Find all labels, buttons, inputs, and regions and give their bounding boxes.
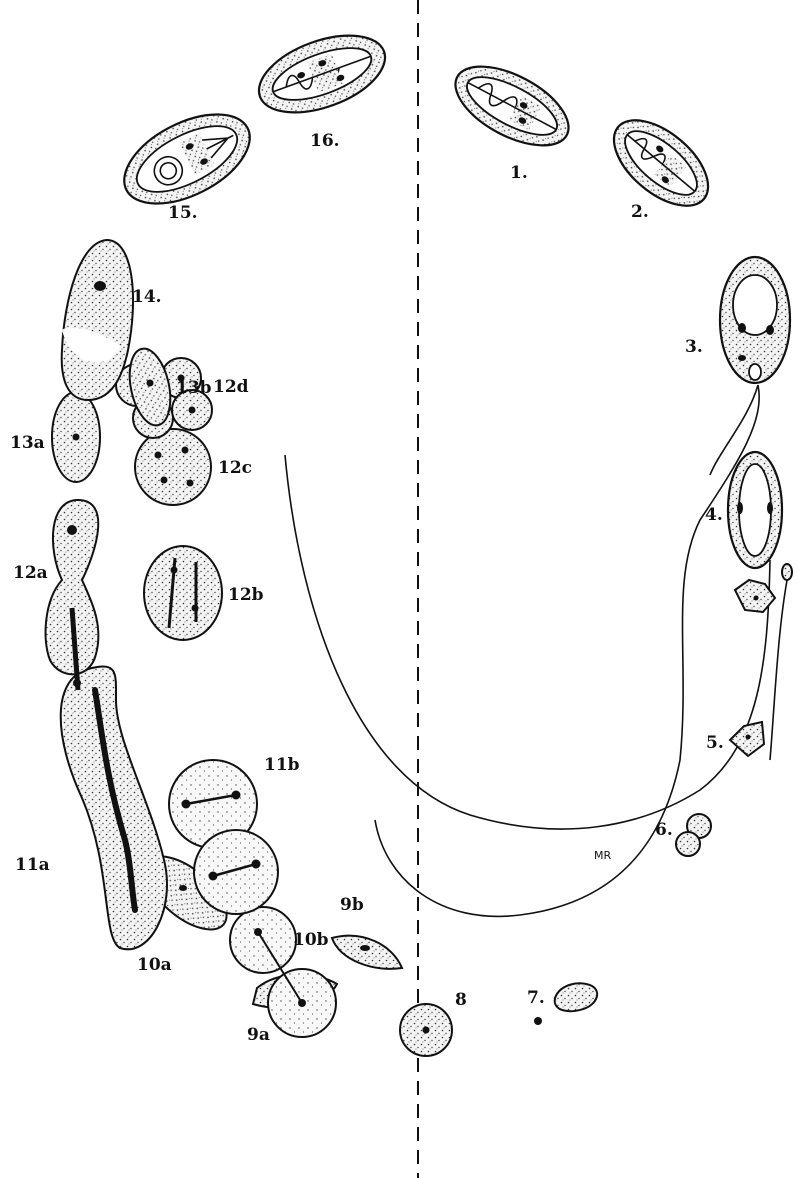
label-stage-13a: 13a (10, 433, 45, 453)
stage-2-spore (599, 104, 723, 222)
stage-4-empty-spore (728, 452, 782, 568)
label-stage-12b: 12b (228, 585, 264, 605)
label-stage-14: 14. (132, 287, 162, 307)
label-stage-11b: 11b (264, 755, 300, 775)
artist-signature: MR (594, 849, 611, 862)
stage-12c-cell (135, 429, 211, 505)
label-stage-12c: 12c (218, 458, 252, 478)
stage-1-spore (443, 50, 581, 161)
label-stage-16: 16. (310, 131, 340, 151)
label-stage-5: 5. (706, 733, 724, 753)
label-stage-12a: 12a (13, 563, 48, 583)
stage-10b-dividing-cell (230, 907, 336, 1037)
stage-7-nucleus (534, 1017, 542, 1025)
label-stage-11a: 11a (15, 855, 50, 875)
label-stage-3: 3. (685, 337, 703, 357)
label-stage-8: 8 (455, 990, 467, 1010)
label-stage-9a: 9a (247, 1025, 270, 1045)
label-stage-7: 7. (527, 988, 545, 1008)
stage-12b-cell (144, 546, 222, 640)
label-stage-13b: 13b (176, 378, 212, 398)
stage-9b-cell (332, 936, 402, 969)
released-sporoplasm (782, 564, 792, 580)
label-stage-15: 15. (168, 203, 198, 223)
stage-7-cell (555, 983, 597, 1011)
stage-16-spore (249, 20, 396, 127)
label-stage-10b: 10b (293, 930, 329, 950)
label-stage-4: 4. (705, 505, 723, 525)
label-stage-6: 6. (655, 820, 673, 840)
label-stage-2: 2. (631, 202, 649, 222)
label-stage-12d: 12d (213, 377, 249, 397)
label-stage-1: 1. (510, 163, 528, 183)
label-stage-10a: 10a (137, 955, 172, 975)
stage-6-cell-b (676, 832, 700, 856)
label-stage-9b: 9b (340, 895, 364, 915)
gut-outer-curve (285, 455, 770, 829)
stage-3-spore (720, 257, 790, 383)
